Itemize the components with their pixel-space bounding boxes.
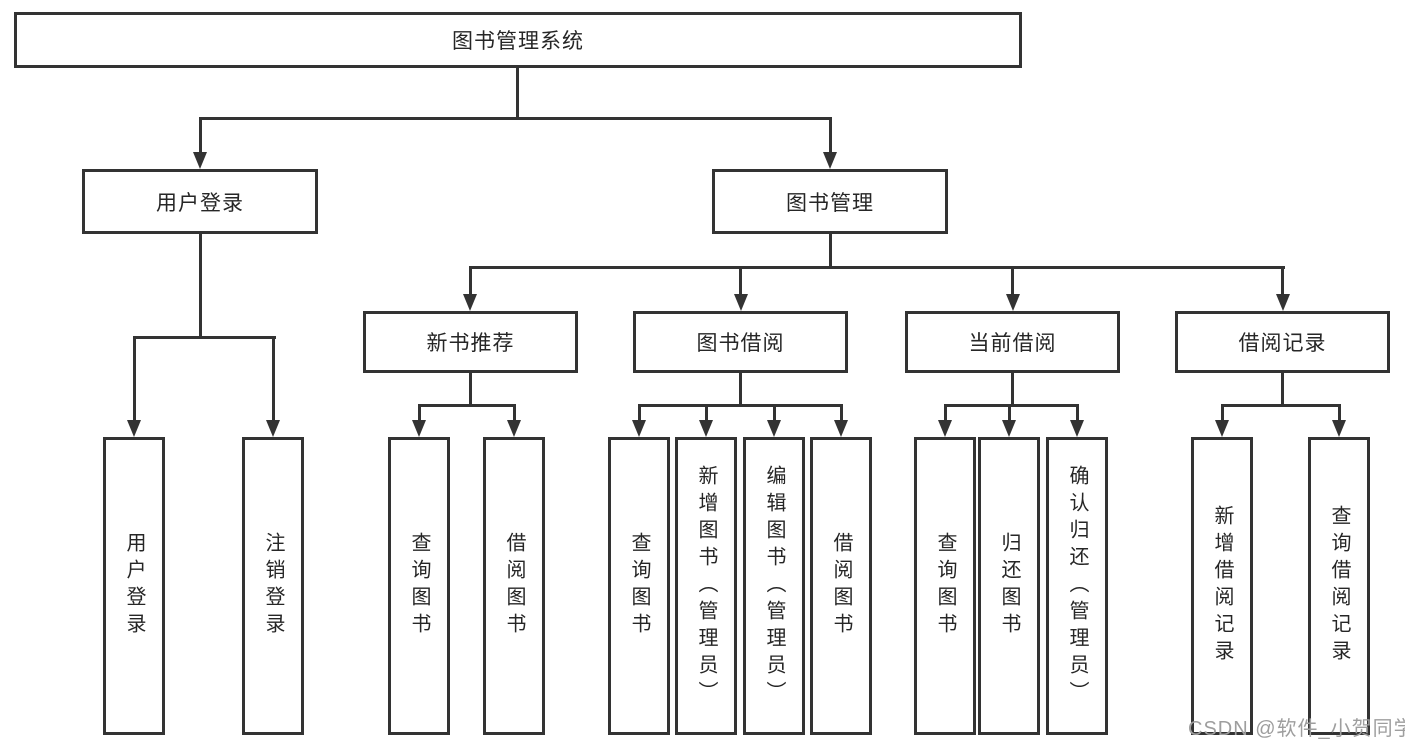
node-root-label: 图书管理系统	[452, 30, 584, 53]
leaf-logout-label: 注销登录	[262, 532, 284, 640]
leaf-query-borrow-record: 查询借阅记录	[1308, 437, 1370, 735]
node-new-book-recommend: 新书推荐	[363, 311, 578, 373]
leaf-add-borrow-record: 新增借阅记录	[1191, 437, 1253, 735]
connector-h-line	[637, 404, 843, 407]
node-book-management-label: 图书管理	[786, 191, 874, 215]
leaf-borrow-books-recommend-label: 借阅图书	[503, 532, 525, 640]
arrow-down-icon	[699, 420, 713, 437]
connector-v-line	[739, 373, 742, 407]
arrow-down-icon	[632, 420, 646, 437]
connector-v-line	[512, 404, 516, 421]
arrow-down-icon	[127, 420, 141, 437]
connector-v-line	[828, 117, 832, 153]
leaf-user-login: 用户登录	[103, 437, 165, 735]
connector-v-line	[271, 336, 275, 421]
connector-v-line	[132, 336, 136, 421]
arrow-down-icon	[767, 420, 781, 437]
leaf-query-books-recommend-label: 查询图书	[408, 532, 430, 640]
leaf-query-books-current: 查询图书	[914, 437, 976, 735]
leaf-borrow-books-borrowing-label: 借阅图书	[830, 532, 852, 640]
arrow-down-icon	[1276, 294, 1290, 311]
node-borrowing-records-label: 借阅记录	[1238, 332, 1327, 355]
leaf-query-borrow-record-label: 查询借阅记录	[1328, 505, 1350, 667]
leaf-confirm-return-admin: 确认归还（管理员）	[1046, 437, 1108, 735]
connector-v-line	[739, 266, 742, 295]
leaf-return-books-label: 归还图书	[998, 532, 1020, 640]
connector-v-line	[704, 404, 708, 421]
leaf-query-books-borrowing-label: 查询图书	[628, 532, 650, 640]
leaf-edit-books-admin: 编辑图书（管理员）	[743, 437, 805, 735]
connector-h-line	[417, 404, 516, 407]
connector-v-line	[828, 234, 832, 269]
connector-h-line	[198, 117, 832, 120]
leaf-query-books-borrowing: 查询图书	[608, 437, 670, 735]
node-root: 图书管理系统	[14, 12, 1022, 68]
node-book-borrowing-label: 图书借阅	[696, 332, 785, 355]
arrow-down-icon	[507, 420, 521, 437]
arrow-down-icon	[834, 420, 848, 437]
connector-v-line	[1220, 404, 1224, 421]
connector-v-line	[515, 68, 519, 118]
node-user-login-label: 用户登录	[156, 191, 244, 215]
arrow-down-icon	[823, 152, 837, 169]
connector-h-line	[132, 336, 276, 339]
leaf-logout: 注销登录	[242, 437, 304, 735]
arrow-down-icon	[463, 294, 477, 311]
leaf-user-login-label: 用户登录	[123, 532, 145, 640]
connector-v-line	[469, 373, 472, 407]
connector-v-line	[1075, 404, 1079, 421]
connector-v-line	[1011, 266, 1014, 295]
arrow-down-icon	[193, 152, 207, 169]
node-new-book-recommend-label: 新书推荐	[426, 332, 515, 355]
connector-v-line	[772, 404, 776, 421]
arrow-down-icon	[1002, 420, 1016, 437]
node-current-borrowing: 当前借阅	[905, 311, 1120, 373]
arrow-down-icon	[1070, 420, 1084, 437]
node-book-management: 图书管理	[712, 169, 948, 234]
connector-v-line	[468, 266, 472, 295]
connector-v-line	[1281, 373, 1284, 407]
arrow-down-icon	[734, 294, 748, 311]
connector-v-line	[198, 234, 202, 339]
leaf-borrow-books-borrowing: 借阅图书	[810, 437, 872, 735]
node-current-borrowing-label: 当前借阅	[968, 332, 1057, 355]
connector-h-line	[1220, 404, 1341, 407]
leaf-return-books: 归还图书	[978, 437, 1040, 735]
csdn-watermark: CSDN @软件_小贺同学	[1188, 718, 1405, 740]
connector-v-line	[1337, 404, 1341, 421]
leaf-confirm-return-admin-label: 确认归还（管理员）	[1066, 464, 1088, 708]
leaf-add-books-admin: 新增图书（管理员）	[675, 437, 737, 735]
connector-v-line	[637, 404, 641, 421]
connector-v-line	[943, 404, 947, 421]
arrow-down-icon	[1332, 420, 1346, 437]
leaf-add-books-admin-label: 新增图书（管理员）	[695, 464, 717, 708]
connector-h-line	[943, 404, 1079, 407]
connector-v-line	[839, 404, 843, 421]
leaf-query-books-current-label: 查询图书	[934, 532, 956, 640]
connector-v-line	[1011, 373, 1014, 407]
leaf-query-books-recommend: 查询图书	[388, 437, 450, 735]
arrow-down-icon	[1215, 420, 1229, 437]
connector-v-line	[1281, 266, 1284, 295]
leaf-edit-books-admin-label: 编辑图书（管理员）	[763, 464, 785, 708]
arrow-down-icon	[938, 420, 952, 437]
leaf-add-borrow-record-label: 新增借阅记录	[1211, 505, 1233, 667]
connector-v-line	[417, 404, 421, 421]
connector-v-line	[1007, 404, 1011, 421]
node-borrowing-records: 借阅记录	[1175, 311, 1390, 373]
node-user-login: 用户登录	[82, 169, 318, 234]
arrow-down-icon	[266, 420, 280, 437]
arrow-down-icon	[412, 420, 426, 437]
connector-h-line	[468, 266, 1285, 269]
connector-v-line	[198, 117, 202, 153]
leaf-borrow-books-recommend: 借阅图书	[483, 437, 545, 735]
node-book-borrowing: 图书借阅	[633, 311, 848, 373]
arrow-down-icon	[1006, 294, 1020, 311]
